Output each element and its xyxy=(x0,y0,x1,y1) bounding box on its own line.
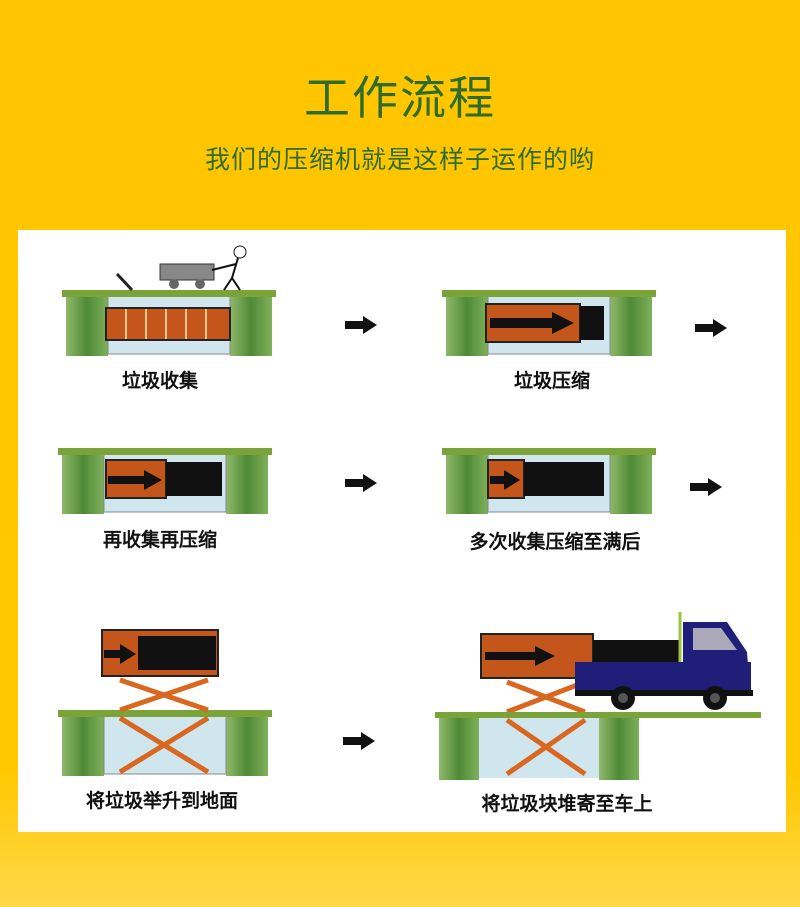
page-subtitle: 我们的压缩机就是这样子运作的哟 xyxy=(204,145,595,174)
arrow-icon xyxy=(345,316,377,334)
step-6-label: 将垃圾块堆寄至车上 xyxy=(481,793,653,815)
step-4-illustration xyxy=(441,447,657,515)
step-5-label: 将垃圾举升到地面 xyxy=(85,790,239,812)
step-1-illustration xyxy=(61,245,277,357)
step-6-illustration xyxy=(435,612,761,780)
page-title: 工作流程 xyxy=(304,71,496,125)
step-1-label: 垃圾收集 xyxy=(121,370,199,392)
step-3-illustration xyxy=(57,447,273,515)
step-3-label: 再收集再压缩 xyxy=(102,529,218,551)
step-2-illustration xyxy=(441,289,657,357)
step-4-label: 多次收集压缩至满后 xyxy=(469,531,641,553)
step-2-label: 垃圾压缩 xyxy=(513,370,591,392)
arrow-icon xyxy=(343,732,375,750)
arrow-icon xyxy=(345,474,377,492)
step-5-illustration xyxy=(57,629,273,777)
arrow-icon xyxy=(695,319,727,337)
arrow-icon xyxy=(690,478,722,496)
